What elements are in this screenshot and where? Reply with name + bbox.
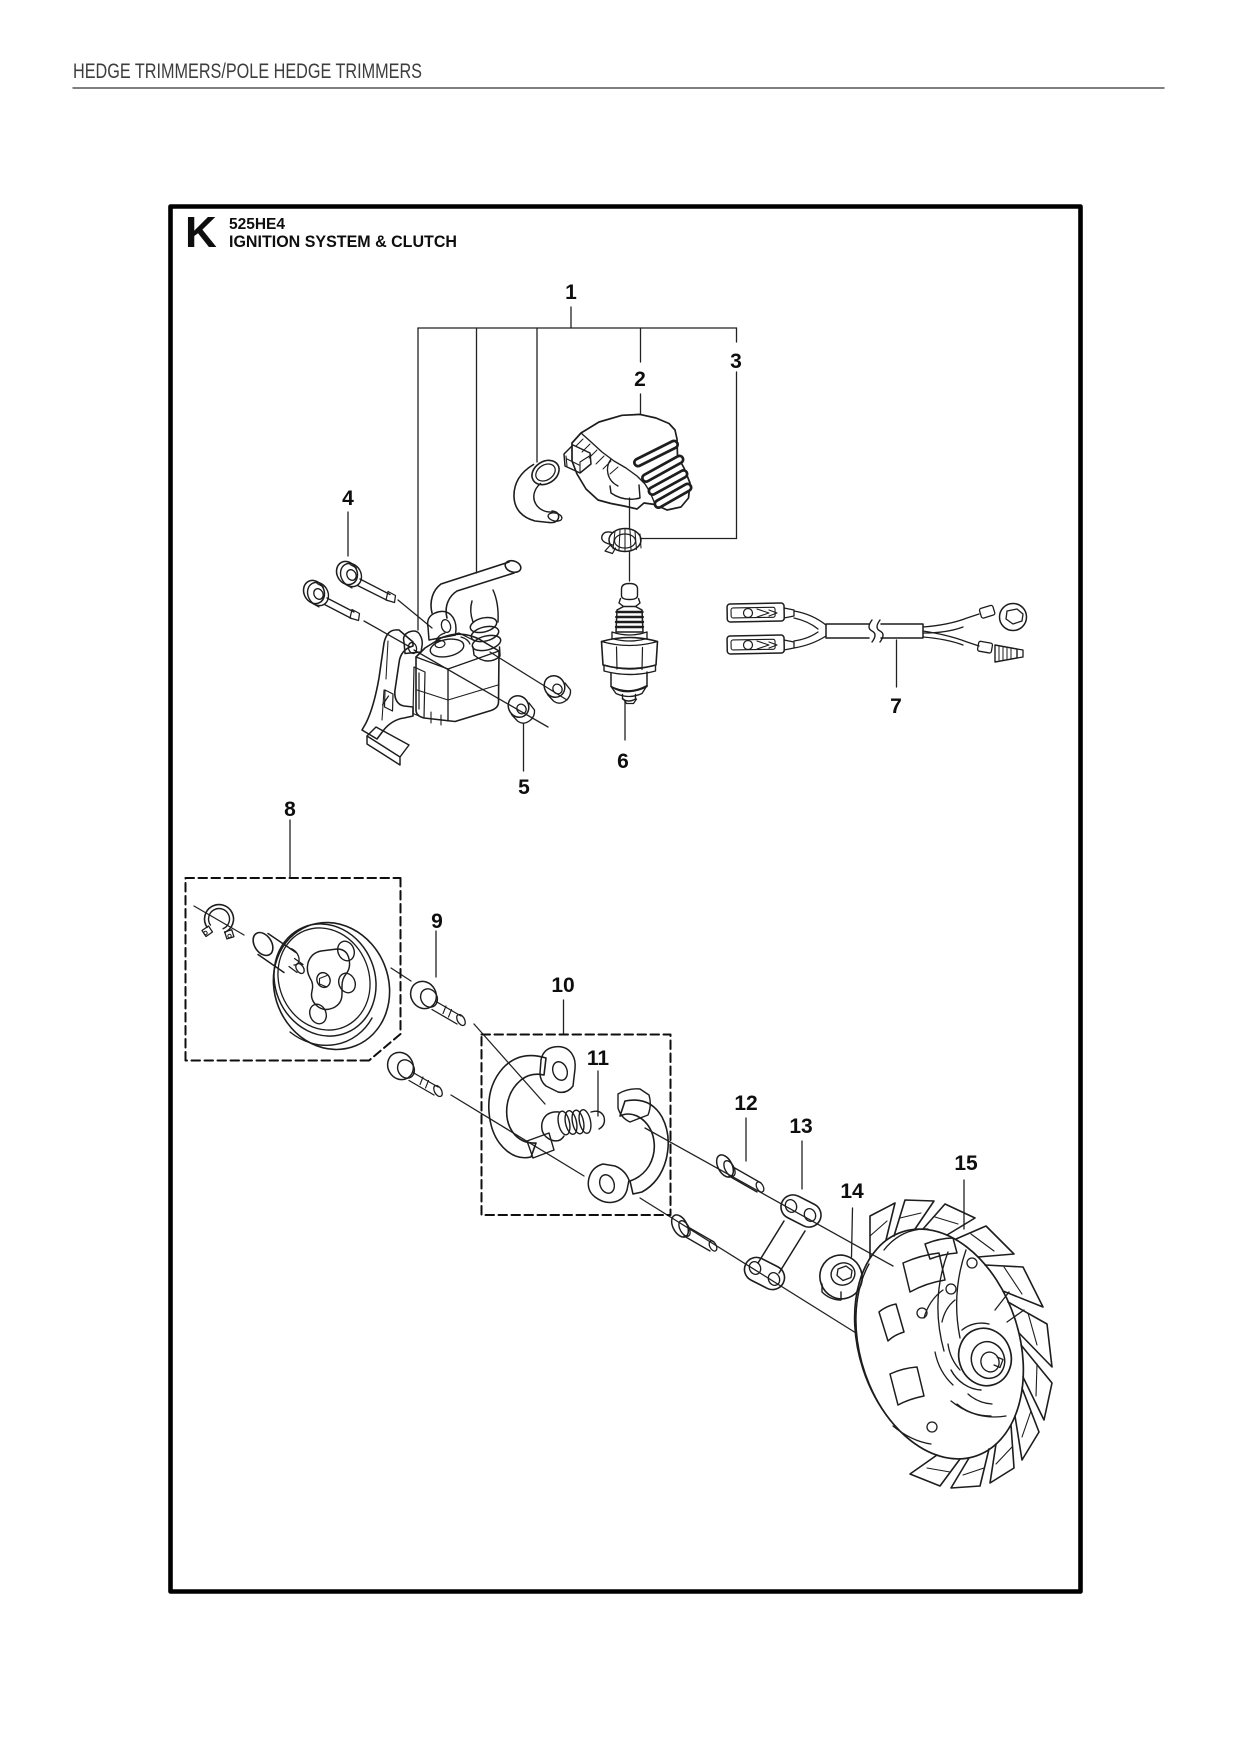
svg-text:IGNITION SYSTEM & CLUTCH: IGNITION SYSTEM & CLUTCH [229,232,457,251]
svg-text:7: 7 [890,695,902,718]
svg-text:12: 12 [734,1092,757,1115]
svg-text:10: 10 [551,974,574,997]
svg-text:525HE4: 525HE4 [229,216,285,233]
svg-text:HEDGE TRIMMERS/POLE HEDGE TRIM: HEDGE TRIMMERS/POLE HEDGE TRIMMERS [73,59,422,83]
svg-text:5: 5 [518,776,530,799]
svg-text:8: 8 [284,798,296,821]
svg-text:13: 13 [789,1115,812,1138]
svg-text:2: 2 [634,368,646,391]
svg-text:4: 4 [342,487,354,510]
svg-text:K: K [185,208,217,257]
svg-text:15: 15 [954,1152,978,1175]
svg-text:11: 11 [587,1047,610,1070]
svg-text:14: 14 [840,1180,864,1203]
svg-text:6: 6 [617,750,629,773]
svg-text:1: 1 [565,281,577,304]
svg-text:3: 3 [730,350,742,373]
svg-text:9: 9 [431,910,443,933]
